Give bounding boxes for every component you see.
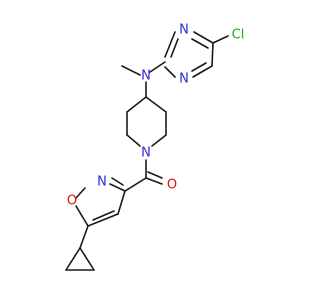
atom-label-layer: Cl N N N N O N O <box>67 23 244 209</box>
bond <box>191 62 207 72</box>
bond-layer <box>65 31 229 271</box>
bond <box>145 96 167 113</box>
bond <box>212 35 229 44</box>
structure-diagram: Cl N N N N O N O <box>65 23 244 271</box>
bond <box>75 205 89 227</box>
bond <box>211 42 214 67</box>
bond <box>109 183 126 192</box>
bond <box>164 66 176 78</box>
pyrimidine-nitrogen-bottom-label: N <box>179 72 189 87</box>
amine-nitrogen-label: N <box>141 69 151 84</box>
bond <box>117 190 126 215</box>
piperidine-nitrogen-label: N <box>141 146 151 161</box>
bond <box>79 225 89 249</box>
bond <box>111 177 124 186</box>
bond <box>87 213 119 227</box>
bond <box>192 65 213 78</box>
bond <box>75 187 86 199</box>
pyrimidine-nitrogen-top-label: N <box>179 23 189 38</box>
bond <box>92 210 115 221</box>
bond <box>193 31 214 44</box>
chlorine-atom-label: Cl <box>232 28 245 43</box>
bond <box>164 31 176 58</box>
bond <box>126 134 141 147</box>
bond <box>124 177 147 192</box>
bond <box>121 65 141 76</box>
bond <box>149 61 166 73</box>
isoxazole-oxygen-label: O <box>67 194 77 209</box>
isoxazole-nitrogen-label: N <box>97 175 107 190</box>
bond <box>170 38 179 58</box>
bond <box>191 38 209 49</box>
bond <box>147 171 163 179</box>
carbonyl-oxygen-label: O <box>167 178 177 193</box>
bond <box>65 247 81 271</box>
bond <box>145 177 163 185</box>
bond <box>151 134 167 147</box>
bond <box>126 96 147 113</box>
molecule-canvas: Cl N N N N O N O <box>65 23 244 271</box>
bond <box>79 247 95 271</box>
